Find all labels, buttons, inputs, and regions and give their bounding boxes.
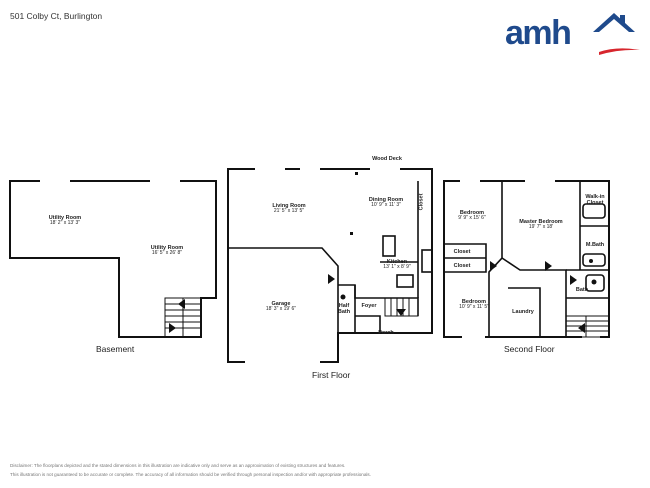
room-porch: Porch: [378, 330, 394, 336]
room-wood-deck: Wood Deck: [372, 156, 402, 162]
room-utility-room-2: Utility Room 16' 5" x 26' 8": [150, 245, 184, 257]
room-closet-a: Closet: [453, 249, 471, 255]
swoosh-icon: [599, 48, 640, 55]
room-master-bedroom: Master Bedroom 19' 7" x 18': [519, 219, 563, 231]
room-walk-in-closet: Walk-in Closet: [585, 194, 605, 207]
floor-title-first: First Floor: [312, 370, 351, 380]
disclaimer-line-1: Disclaimer: The floorplans depicted and …: [10, 463, 346, 468]
room-bedroom-1: Bedroom 9' 9" x 15' 6": [458, 210, 486, 222]
room-closet-b: Closet: [453, 263, 471, 269]
floor-title-basement: Basement: [96, 344, 135, 354]
room-half-bath: Half Bath: [337, 303, 351, 316]
first-floor-stairs: [384, 297, 419, 317]
room-living-room: Living Room 21' 5" x 13' 5": [272, 203, 306, 215]
room-laundry: Laundry: [512, 309, 534, 315]
room-closet-first-floor: Closet: [418, 193, 425, 211]
second-floor-stairs: [565, 315, 610, 338]
room-bedroom-2: Bedroom 10' 9" x 11' 5": [459, 299, 489, 311]
property-address: 501 Colby Ct, Burlington: [10, 11, 103, 21]
room-utility-room-1: Utility Room 18' 2" x 13' 3": [48, 215, 82, 227]
room-bath: Bath: [575, 287, 589, 293]
house-roof-icon: [593, 13, 635, 32]
room-foyer: Foyer: [361, 303, 377, 309]
room-kitchen: Kitchen 13' 1" x 8' 9": [383, 259, 411, 271]
room-garage: Garage 18' 3" x 19' 6": [265, 301, 297, 313]
disclaimer: Disclaimer: The floorplans depicted and …: [10, 462, 371, 479]
amh-logo: amh: [505, 10, 640, 55]
floor-title-second: Second Floor: [504, 344, 555, 354]
room-dining-room: Dining Room 10' 9" x 11' 3": [368, 197, 404, 209]
basement-outline: [9, 180, 217, 338]
logo-wordmark: amh: [505, 14, 572, 52]
disclaimer-line-2: This illustration is not guaranteed to b…: [10, 471, 371, 477]
room-m-bath: M.Bath: [585, 242, 605, 248]
